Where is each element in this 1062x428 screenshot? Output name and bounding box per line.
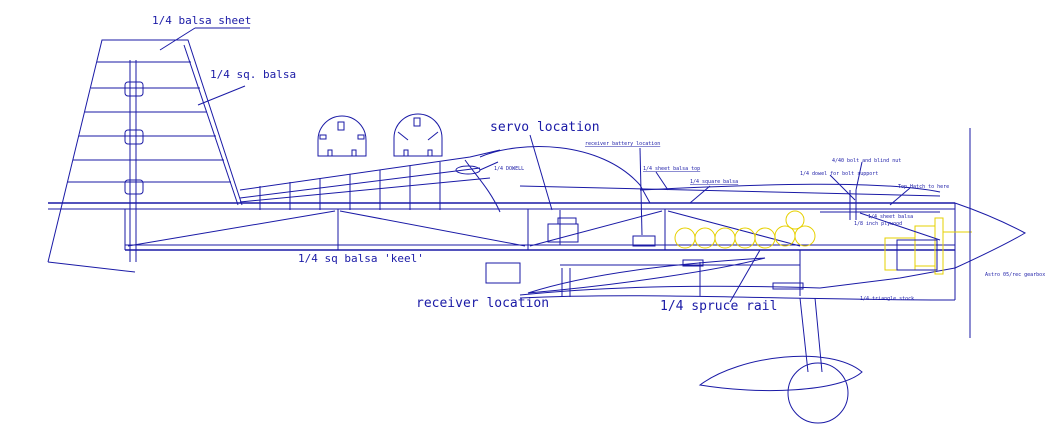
- label-dowel: 1/4 DOWELL: [494, 166, 524, 172]
- label-square-balsa: 1/4 square balsa: [690, 179, 738, 185]
- label-plywood: 1/8 inch plywood: [854, 221, 902, 227]
- label-servo-location: servo location: [490, 120, 600, 135]
- label-motor: Astro 05/rec gearbox: [985, 272, 1045, 278]
- tail-fin: [47, 39, 243, 273]
- label-spruce-rail: 1/4 spruce rail: [660, 299, 777, 314]
- label-balsa-sheet: 1/4 balsa sheet: [152, 14, 251, 27]
- former-cross-sections: [317, 113, 443, 157]
- label-receiver-battery: receiver battery location: [585, 141, 660, 147]
- label-keel: 1/4 sq balsa 'keel': [298, 252, 424, 265]
- label-triangle-stock: 1/4 triangle stock: [860, 296, 914, 302]
- label-bolt-nut: 4/40 bolt and blind nut: [832, 158, 901, 164]
- label-sheet-top: 1/4 sheet balsa top: [643, 166, 700, 172]
- landing-gear: [698, 297, 863, 424]
- label-dowel-support: 1/4 dowel for bolt support: [800, 171, 878, 177]
- label-top-hatch: Top Hatch to here: [898, 184, 949, 190]
- fuselage-belly: [485, 250, 956, 301]
- nose-cone: [954, 128, 1027, 338]
- label-sq-balsa: 1/4 sq. balsa: [210, 68, 296, 81]
- label-sheet-small: 1/4 sheet balsa: [868, 214, 913, 220]
- firewall: [820, 190, 941, 241]
- fuselage-upper-structure: [48, 146, 955, 213]
- motor-assembly: [674, 210, 972, 275]
- fuselage-lower-structure: [124, 203, 956, 300]
- label-receiver-location: receiver location: [416, 296, 549, 311]
- leader-lines: [159, 27, 911, 303]
